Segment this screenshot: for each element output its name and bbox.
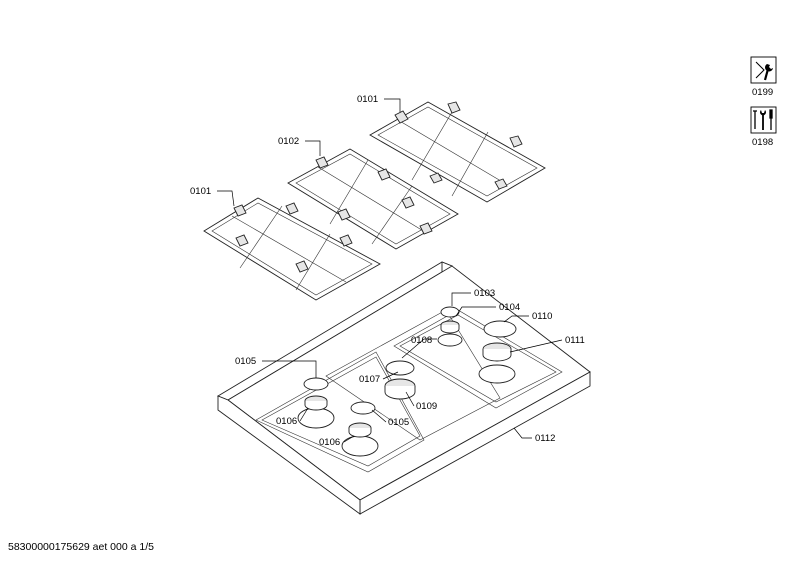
callout-0106-lower: 0106 [319,437,340,448]
burner-front-middle [341,401,379,457]
callout-0101-right: 0101 [357,94,378,105]
document-footer: 58300000175629 aet 000 a 1/5 [8,541,154,553]
pan-support-right [369,101,546,203]
callout-0104: 0104 [499,302,520,313]
leader-lines [217,98,563,443]
pan-support-middle [287,148,459,250]
burner-rear-right [478,320,517,384]
callout-0101-left: 0101 [190,186,211,197]
callout-0108: 0108 [411,335,432,346]
burner-wok-center [384,360,416,400]
callout-0111: 0111 [565,335,585,346]
callout-0103: 0103 [474,288,495,299]
icon-label-0198: 0198 [752,137,773,148]
callout-0105-left: 0105 [235,356,256,367]
callout-0105-right: 0105 [388,417,409,428]
callout-0102: 0102 [278,136,299,147]
tools-set-icon[interactable] [750,106,777,134]
burner-front-left [297,377,335,429]
repair-wrench-icon[interactable] [750,56,777,84]
callout-0106-upper: 0106 [276,416,297,427]
callout-0109: 0109 [416,401,437,412]
callout-0107: 0107 [359,374,380,385]
icon-label-0199: 0199 [752,87,773,98]
callout-0112: 0112 [535,433,555,444]
callout-0110: 0110 [532,311,552,322]
pan-support-left [203,197,381,301]
burner-rear-left [437,306,463,347]
